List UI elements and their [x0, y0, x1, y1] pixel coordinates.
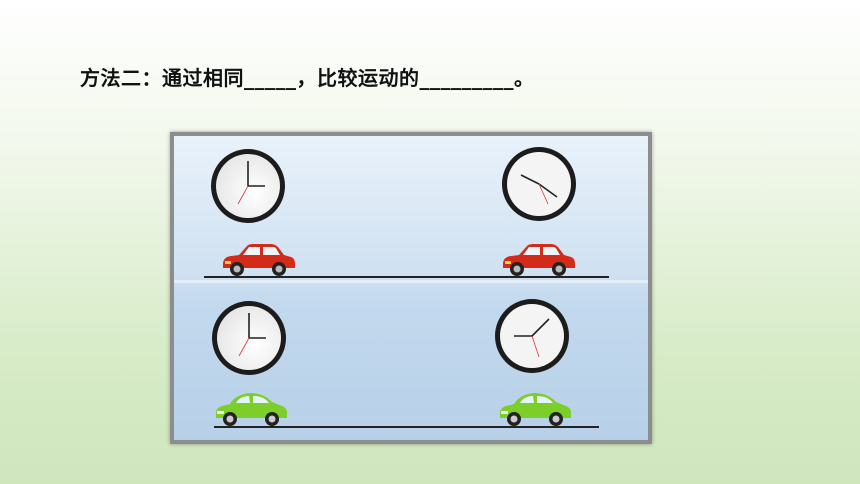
road-line [204, 276, 609, 278]
clock-icon [502, 147, 576, 221]
comparison-illustration [170, 132, 652, 444]
red-car-icon [503, 244, 575, 276]
road-line [214, 426, 599, 428]
red-car-icon [223, 244, 295, 276]
clock-icon [212, 301, 286, 375]
clock-icon [211, 149, 285, 223]
row-divider [174, 280, 648, 283]
clock-icon [495, 299, 569, 373]
green-car-icon [215, 393, 288, 426]
green-car-icon [499, 393, 572, 426]
method-heading: 方法二：通过相同_____，比较运动的_________。 [80, 66, 535, 90]
